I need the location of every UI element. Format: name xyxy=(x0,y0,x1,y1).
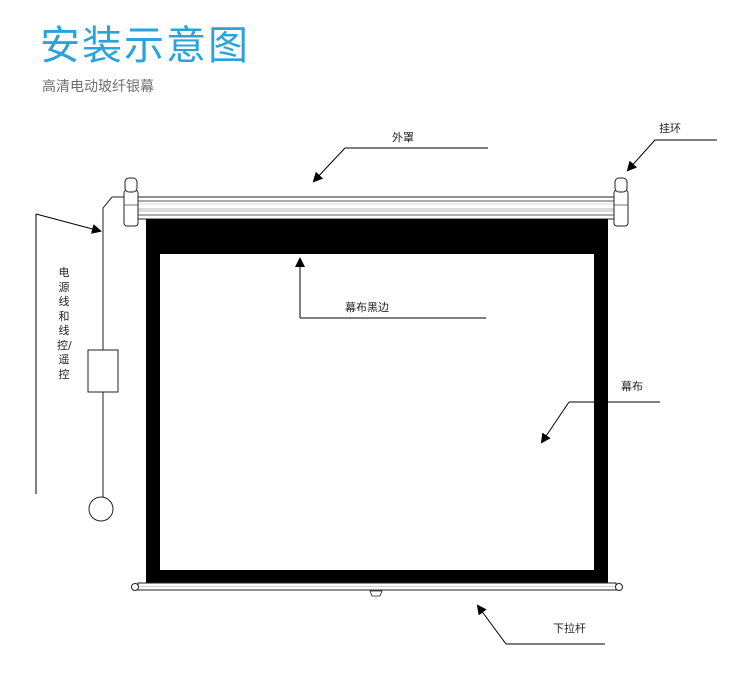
right-end-cap xyxy=(613,177,629,227)
page-title: 安装示意图 xyxy=(40,23,250,69)
page-subtitle: 高清电动玻纤银幕 xyxy=(42,79,154,95)
callout-screen: 幕布 xyxy=(540,379,660,444)
label-screen: 幕布 xyxy=(621,379,643,393)
label-pull-bar: 下拉杆 xyxy=(553,621,586,635)
label-hanging-ring: 挂环 xyxy=(659,121,681,135)
callout-pull-bar: 下拉杆 xyxy=(476,604,605,645)
pull-bar xyxy=(131,582,623,597)
label-housing: 外罩 xyxy=(392,131,414,144)
power-cable xyxy=(87,196,124,522)
left-end-cap xyxy=(123,177,139,227)
callout-black-border: 幕布黑边 xyxy=(295,257,486,319)
callout-cable-remote xyxy=(35,213,102,494)
top-housing xyxy=(127,196,625,220)
callout-hanging-ring: 挂环 xyxy=(626,121,717,172)
label-cable-remote: 电源线和线控/遥控 xyxy=(57,266,72,381)
label-black-border: 幕布黑边 xyxy=(345,300,389,314)
projection-screen xyxy=(146,219,608,583)
callout-housing: 外罩 xyxy=(312,131,488,183)
